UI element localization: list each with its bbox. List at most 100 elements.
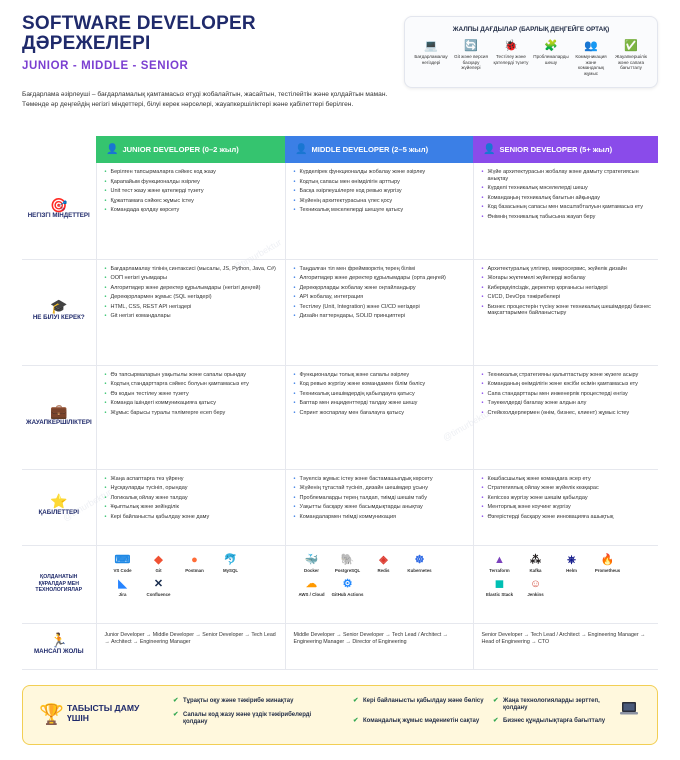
list-item: Тәуекелдерді бағалау және алдын алу [482, 400, 653, 407]
tip-item: Жаңа технологияларды зерттеп, қолдану [493, 698, 613, 711]
row-label-knowledge: 🎓НЕ БІЛУІ КЕРЕК? [22, 259, 96, 366]
tool-label: Redis [377, 567, 390, 573]
common-skill-item: 👥Коммуникация және командалық жұмыс [573, 40, 609, 76]
list-item: Дизайн паттерндары, SOLID принциптері [294, 313, 467, 320]
list-item: Архитектуралық үлгілер, микросервис, жүй… [482, 266, 653, 273]
list-item: HTML, CSS, REST API негіздері [105, 304, 279, 311]
user-icon: 👤 [295, 144, 308, 155]
tools-list: 🐳Docker🐘PostgreSQL◈Redis☸Kubernetes☁AWS … [294, 552, 467, 603]
column-title-senior: SENIOR DEVELOPER (5+ жыл) [499, 145, 613, 154]
common-skill-item: 🐞Тестілеу және қателерді түзету [493, 40, 529, 76]
row-label-abilities: ⭐ҚАБІЛЕТТЕРІ [22, 469, 96, 546]
list-item: Техникалық стратегияны қалыптастыру және… [482, 372, 653, 379]
bullet-list: Жүйе архитектурасын жобалау және дамыту … [482, 169, 653, 221]
table-row-knowledge: 🎓НЕ БІЛУІ КЕРЕК? Бағдарламалау тілінің с… [22, 259, 658, 366]
row-label-text: ҚОЛДАНАТЫН ҚҰРАЛДАР МЕН ТЕХНОЛОГИЯЛАР [35, 574, 83, 594]
column-header-middle: 👤MIDDLE DEVELOPER (2–5 жыл) [285, 136, 473, 163]
row-label-text: ҚАБІЛЕТТЕРІ [38, 508, 79, 516]
list-item: Команда ішіндегі коммуникацияға қатысу [105, 400, 279, 407]
postman-icon: ● [191, 553, 198, 566]
list-item: Командаңың техникалық бағытын айқындау [482, 195, 653, 202]
list-item: Код ревью жүргізу және командамен білім … [294, 381, 467, 388]
tip-item: Бизнес құндылықтарға бағытталу [493, 718, 613, 725]
table-row-tools: ҚОЛДАНАТЫН ҚҰРАЛДАР МЕН ТЕХНОЛОГИЯЛАР ⌨V… [22, 545, 658, 624]
sync-icon: 🔄 [464, 40, 478, 52]
helm-icon: ⎈ [567, 553, 576, 566]
table-row-abilities: ⭐ҚАБІЛЕТТЕРІ Жаңа аспаптарға тез үйренуН… [22, 469, 658, 546]
star-icon: ⭐ [50, 493, 68, 510]
tool-item: 🔥Prometheus [590, 554, 626, 573]
aws-cloud-icon: ☁ [306, 577, 317, 590]
cell-duties-senior: Жүйе архитектурасын жобалау және дамыту … [472, 163, 658, 260]
tool-item: ⎈Helm [554, 554, 590, 573]
tool-label: VS Code [113, 567, 132, 573]
table-corner [22, 136, 96, 163]
tool-label: Confluence [146, 591, 171, 597]
levels-table: 👤JUNIOR DEVELOPER (0–2 жыл) 👤MIDDLE DEVE… [22, 136, 658, 670]
bullet-list: Таңдалған тіл мен фреймворктің терең біл… [294, 266, 467, 320]
list-item: Дерекқорлармен жұмыс (SQL негіздері) [105, 294, 279, 301]
list-item: Проблемаларды терең талдап, тиімді шешім… [294, 495, 467, 502]
trophy-icon: 🏆 [39, 704, 64, 726]
page-description: Бағдарлама әзірлеуші – бағдарламалық қам… [22, 91, 388, 108]
column-header-junior: 👤JUNIOR DEVELOPER (0–2 жыл) [96, 136, 285, 163]
column-header-senior: 👤SENIOR DEVELOPER (5+ жыл) [473, 136, 658, 163]
list-item: CI/CD, DevOps тәжірибелері [482, 294, 653, 301]
puzzle-icon: 🧩 [544, 40, 558, 52]
tool-label: Prometheus [594, 567, 621, 573]
list-item: Кодтың сапасы мен өнімділігін арттыру [294, 179, 467, 186]
common-skill-label: Проблемаларды шешу [533, 54, 569, 65]
row-label-responsibility: 💼ЖАУАПКЕРШІЛІКТЕРІ [22, 365, 96, 470]
check-icon: ✅ [624, 40, 638, 52]
tool-label: Postman [185, 567, 204, 573]
docker-icon: 🐳 [304, 553, 319, 566]
cell-tools-middle: 🐳Docker🐘PostgreSQL◈Redis☸Kubernetes☁AWS … [284, 545, 473, 624]
mysql-icon: 🐬 [223, 553, 238, 566]
list-item: Ұқыптылық және зейінділік [105, 504, 279, 511]
list-item: Қарапайым функционалды әзірлеу [105, 179, 279, 186]
list-item: Функционалды толық және сапалы әзірлеу [294, 372, 467, 379]
common-skill-item: 💻Бағдарламалау негіздері [413, 40, 449, 76]
cell-responsibility-junior: Өз тапсырмаларын уақытылы және сапалы ор… [95, 365, 285, 470]
list-item: Жұмыс барысы туралы тәлімгерге есеп беру [105, 410, 279, 417]
tool-item: ☸Kubernetes [402, 554, 438, 573]
tool-item: ◆Git [141, 554, 177, 573]
list-item: API жобалау, интеграция [294, 294, 467, 301]
row-label-text: ЖАУАПКЕРШІЛІКТЕРІ [26, 418, 92, 426]
tools-list: ⌨VS Code◆Git●Postman🐬MySQL◣Jira✕Confluen… [105, 552, 279, 603]
common-skills-panel: ЖАЛПЫ ДАҒДЫЛАР (БАРЛЫҚ ДЕҢГЕЙГЕ ОРТАҚ) 💻… [404, 16, 658, 88]
cell-abilities-junior: Жаңа аспаптарға тез үйренуНұсқауларды тү… [95, 469, 285, 546]
bullet-list: Архитектуралық үлгілер, микросервис, жүй… [482, 266, 653, 318]
git-icon: ◆ [154, 553, 163, 566]
row-label-text: МАНСАП ЖОЛЫ [33, 647, 84, 655]
list-item: Өз тапсырмаларын уақытылы және сапалы ор… [105, 372, 279, 379]
career-path-senior: Senior Developer → Tech Lead / Architect… [472, 623, 658, 670]
common-skill-label: Бағдарламалау негіздері [414, 54, 448, 65]
graduation-cap-icon: 🎓 [50, 298, 68, 315]
list-item: Таңдалған тіл мен фреймворктің терең біл… [294, 266, 467, 273]
laptop-icon [620, 702, 638, 715]
runner-icon: 🏃 [50, 632, 68, 649]
list-item: Алгоритмдер және деректер құрылымдары (о… [294, 275, 467, 282]
list-item: Жаңа аспаптарға тез үйрену [105, 476, 279, 483]
kafka-icon: ⁂ [530, 553, 541, 566]
cell-abilities-senior: Көшбасшылық және командаға әсер етуСтрат… [472, 469, 658, 546]
list-item: Спринт жоспарлау мен бағалауға қатысу [294, 410, 467, 417]
tools-list: ▲Terraform⁂Kafka⎈Helm🔥Prometheus◼Elastic… [482, 552, 653, 603]
list-item: Нұсқауларды түсініп, орындау [105, 485, 279, 492]
list-item: Код базасының сапасы мен масштабталуын қ… [482, 204, 653, 211]
title-line-1: SOFTWARE DEVELOPER [22, 13, 256, 34]
list-item: Кодтың стандарттарға сәйкес болуын қамта… [105, 381, 279, 388]
list-item: Уақытты басқару және басымдықтарды анықт… [294, 504, 467, 511]
tip-item: Сапалы код жазу және үздік тәжірибелерді… [173, 712, 323, 725]
cell-tools-junior: ⌨VS Code◆Git●Postman🐬MySQL◣Jira✕Confluen… [95, 545, 285, 624]
list-item: Бизнес процестерін түсіну және техникалы… [482, 304, 653, 318]
user-icon: 👤 [483, 144, 496, 155]
bullet-list: Техникалық стратегияны қалыптастыру және… [482, 372, 653, 417]
row-label-tools: ҚОЛДАНАТЫН ҚҰРАЛДАР МЕН ТЕХНОЛОГИЯЛАР [22, 545, 96, 624]
cell-knowledge-middle: Таңдалған тіл мен фреймворктің терең біл… [284, 259, 473, 366]
list-item: Жүйе архитектурасын жобалау және дамыту … [482, 169, 653, 183]
jira-icon: ◣ [118, 577, 127, 590]
career-path-middle: Middle Developer → Senior Developer → Te… [284, 623, 473, 670]
tool-label: AWS / Cloud [298, 591, 325, 597]
